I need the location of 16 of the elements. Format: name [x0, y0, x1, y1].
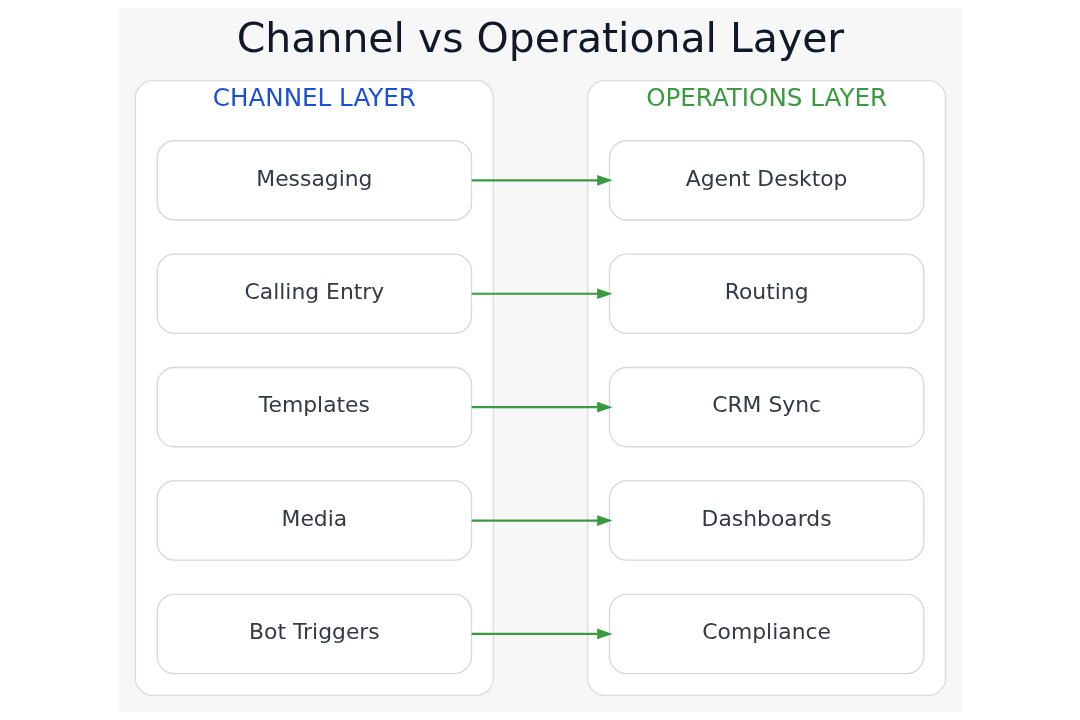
diagram-title: Channel vs Operational Layer	[236, 13, 844, 62]
node-box: Bot Triggers	[156, 593, 472, 675]
node-box: Agent Desktop	[608, 140, 924, 221]
node-box: Media	[156, 480, 472, 561]
node-box: Calling Entry	[156, 253, 472, 335]
arrow	[471, 515, 612, 526]
arrow	[471, 288, 612, 300]
node-box: Templates	[156, 366, 472, 448]
node-box: Routing	[608, 253, 924, 335]
node-box: Dashboards	[608, 480, 924, 561]
arrow	[471, 628, 612, 640]
node-box: Compliance	[608, 593, 924, 675]
arrow	[471, 174, 612, 186]
arrow	[471, 401, 612, 413]
node-box: Messaging	[156, 140, 472, 221]
node-box: CRM Sync	[608, 366, 924, 448]
